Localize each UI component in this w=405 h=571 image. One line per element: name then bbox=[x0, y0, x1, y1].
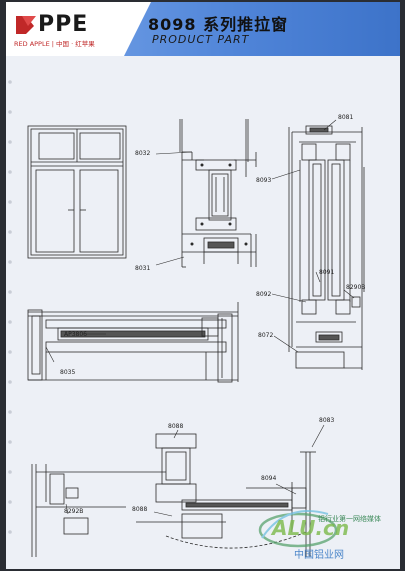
watermark-graphic: ALU.cn bbox=[258, 510, 349, 548]
profile-bottom-section bbox=[31, 433, 316, 557]
logo-text: PPE bbox=[38, 12, 89, 37]
profile-middle-section bbox=[27, 302, 239, 383]
label-ap3806: AP3806 bbox=[64, 331, 87, 338]
window-elevation bbox=[27, 125, 127, 259]
binder-holes bbox=[8, 80, 12, 534]
label-8031: 8031 bbox=[135, 265, 151, 272]
label-8292b: 8292B bbox=[64, 508, 84, 515]
label-8088-top: 8088 bbox=[168, 423, 184, 430]
label-8032: 8032 bbox=[135, 150, 151, 157]
label-8092: 8092 bbox=[256, 291, 272, 298]
brochure-page: PPE RED APPLE | 中国 · 红苹果 8098 系列推拉窗 PROD… bbox=[6, 2, 400, 569]
header-blue-band bbox=[124, 2, 400, 56]
label-8088-bottom: 8088 bbox=[132, 506, 148, 513]
watermark-line1: 铝行业第一网络媒体 bbox=[318, 515, 381, 523]
profile-8032-8031 bbox=[179, 119, 257, 268]
logo-subtext: RED APPLE | 中国 · 红苹果 bbox=[14, 40, 95, 48]
label-8091: 8091 bbox=[319, 269, 335, 276]
watermark-line2: 中国铝业网 bbox=[294, 550, 344, 561]
label-8290b: 8290B bbox=[346, 284, 366, 291]
watermark-logo-text: ALU.cn bbox=[270, 516, 349, 540]
label-8094: 8094 bbox=[261, 475, 277, 482]
brand-logo: PPE RED APPLE | 中国 · 红苹果 bbox=[14, 10, 144, 50]
leader-lines bbox=[45, 119, 355, 517]
label-8083: 8083 bbox=[319, 417, 335, 424]
page-subtitle: PRODUCT PART bbox=[152, 33, 250, 46]
label-8093: 8093 bbox=[256, 177, 272, 184]
label-8081: 8081 bbox=[338, 114, 354, 121]
technical-drawings bbox=[27, 119, 365, 557]
label-8072: 8072 bbox=[258, 332, 274, 339]
profile-right-section bbox=[288, 125, 365, 370]
label-8035: 8035 bbox=[60, 369, 76, 376]
page-title: 8098 系列推拉窗 bbox=[148, 15, 289, 34]
logo-mark-icon bbox=[16, 16, 36, 34]
